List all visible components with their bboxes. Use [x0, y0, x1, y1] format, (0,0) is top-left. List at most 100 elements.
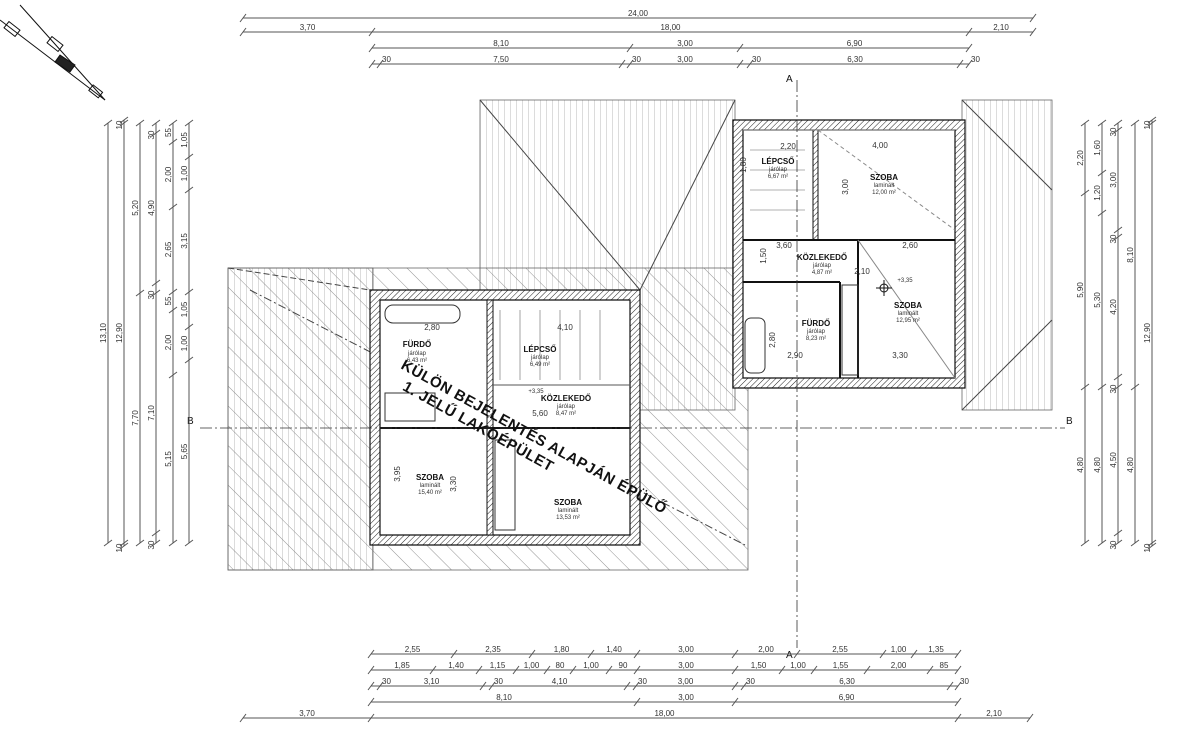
- dimension-tick: [731, 681, 739, 691]
- dimension-tick: [367, 697, 375, 707]
- svg-text:LÉPCSŐ: LÉPCSŐ: [524, 345, 557, 354]
- dimension-tick: [1130, 383, 1140, 391]
- svg-text:8,23 m²: 8,23 m²: [806, 336, 826, 342]
- dimension-tick: [184, 323, 194, 331]
- dimension-tick: [1147, 539, 1157, 547]
- dimension-label: 30: [1109, 127, 1118, 136]
- dimension-label: 3,70: [299, 709, 315, 718]
- dimension-tick: [479, 681, 487, 691]
- dimension-tick: [793, 649, 801, 659]
- dimension-label: 2,10: [993, 23, 1009, 32]
- dimension-tick: [168, 539, 178, 547]
- room-label-right-kozlekedo: KÖZLEKEDŐ járólap 4,87 m²: [797, 253, 847, 276]
- dimension-label: 30: [632, 55, 641, 64]
- svg-text:SZOBA: SZOBA: [416, 473, 444, 482]
- dimension-label: 1,60: [1093, 140, 1102, 156]
- dimension-label: 4,80: [1093, 457, 1102, 473]
- dimension-tick: [740, 681, 748, 691]
- dimension-tick: [184, 186, 194, 194]
- dimension-tick: [151, 279, 161, 287]
- dimension-tick: [475, 665, 483, 675]
- room-label-left-kozlekedo: KÖZLEKEDŐ járólap 8,47 m²: [541, 394, 591, 417]
- dimension-tick: [239, 13, 247, 23]
- inner-dimension-label: 3,60: [776, 241, 792, 250]
- dimension-tick: [879, 649, 887, 659]
- dimension-tick: [956, 59, 964, 69]
- dimension-tick: [731, 665, 739, 675]
- dimension-tick: [954, 649, 962, 659]
- dimension-tick: [1097, 209, 1107, 217]
- dimension-label: 10: [1143, 543, 1152, 552]
- inner-dimension-label: 4,00: [872, 141, 888, 150]
- dimension-label: 55: [164, 296, 173, 305]
- dimension-tick: [946, 681, 954, 691]
- inner-dimension-label: 2,10: [854, 267, 870, 276]
- svg-text:járólap: járólap: [556, 404, 576, 410]
- dimension-label: 4,10: [552, 677, 568, 686]
- north-arrow-icon: [0, 4, 106, 101]
- section-mark-a-bottom: A: [786, 650, 793, 661]
- dimension-label: 8,10: [493, 39, 509, 48]
- dimension-tick: [184, 356, 194, 364]
- dimension-tick: [626, 43, 634, 53]
- dimension-tick: [810, 665, 818, 675]
- inner-dimension-label: 5,60: [532, 409, 548, 418]
- dimension-label: 30: [1109, 384, 1118, 393]
- dimension-tick: [910, 649, 918, 659]
- dimension-tick: [119, 539, 129, 547]
- dimension-label: 3,00: [678, 661, 694, 670]
- dimension-tick: [1026, 713, 1034, 723]
- dimension-tick: [1113, 233, 1123, 241]
- svg-text:laminált: laminált: [420, 483, 441, 489]
- dimension-label: 24,00: [628, 9, 649, 18]
- dimension-label: 1,85: [394, 661, 410, 670]
- dimension-tick: [1130, 119, 1140, 127]
- dimension-tick: [1080, 119, 1090, 127]
- dimension-tick: [1097, 169, 1107, 177]
- dimension-label: 7,50: [493, 55, 509, 64]
- svg-text:FÜRDŐ: FÜRDŐ: [802, 319, 830, 328]
- svg-text:SZOBA: SZOBA: [894, 301, 922, 310]
- svg-text:12,95 m²: 12,95 m²: [896, 318, 920, 324]
- dimension-tick: [1147, 119, 1157, 127]
- dimension-tick: [429, 665, 437, 675]
- dimension-label: 18,00: [660, 23, 681, 32]
- dimension-tick: [367, 649, 375, 659]
- dimension-tick: [1080, 189, 1090, 197]
- dimension-tick: [965, 27, 973, 37]
- dimension-tick: [367, 665, 375, 675]
- room-label-left-lepcso: LÉPCSŐ járólap 6,49 m²: [524, 345, 557, 368]
- dimension-label: 4,80: [1076, 457, 1085, 473]
- dimension-label: 30: [752, 55, 761, 64]
- dimension-label: 4,50: [1109, 452, 1118, 468]
- dimension-tick: [367, 713, 375, 723]
- dimension-tick: [119, 119, 129, 127]
- dimension-tick: [1113, 529, 1123, 537]
- dimension-label: 30: [746, 677, 755, 686]
- dimension-tick: [367, 681, 375, 691]
- dimension-chain-left-1: 13,10: [99, 119, 113, 547]
- dimension-tick: [151, 289, 161, 297]
- svg-text:járólap: járólap: [806, 329, 826, 335]
- dimension-label: 30: [960, 677, 969, 686]
- svg-text:laminált: laminált: [874, 183, 895, 189]
- dimension-label: 1,05: [180, 301, 189, 317]
- dimension-tick: [1130, 539, 1140, 547]
- dimension-label: 1,00: [180, 165, 189, 181]
- dimension-tick: [168, 138, 178, 146]
- dimension-label: 6,90: [839, 693, 855, 702]
- svg-text:6,67 m²: 6,67 m²: [768, 174, 788, 180]
- dimension-label: 30: [638, 677, 647, 686]
- inner-dimension-label: 2,90: [787, 351, 803, 360]
- dimension-tick: [731, 697, 739, 707]
- dimension-label: 5,20: [131, 200, 140, 216]
- dimension-label: 2,35: [485, 645, 501, 654]
- dimension-label: 5,65: [180, 443, 189, 459]
- svg-text:15,40 m²: 15,40 m²: [418, 490, 442, 496]
- dimension-label: 3,10: [424, 677, 440, 686]
- dimension-tick: [618, 59, 626, 69]
